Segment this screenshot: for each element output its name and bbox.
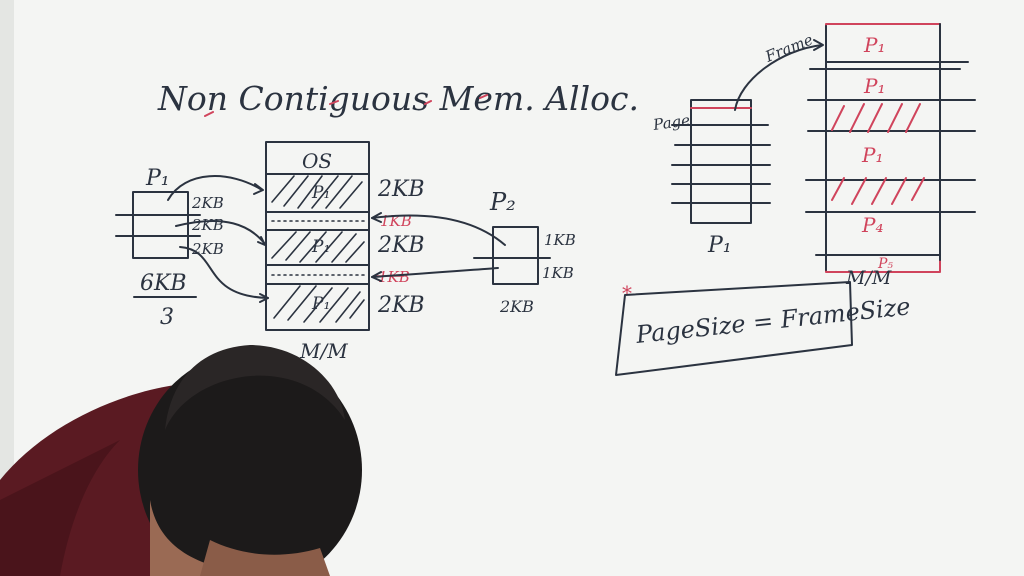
arrow-p1-page2 — [175, 220, 266, 245]
person-foreground — [0, 345, 362, 576]
memory-hatching — [271, 175, 365, 323]
arrow-frame — [734, 44, 823, 111]
page-label: Page — [651, 111, 691, 134]
title-underline-marks — [204, 94, 488, 117]
p1-page-size-3: 2KB — [191, 240, 224, 258]
frame-label-5: P₅ — [877, 256, 893, 272]
arrowhead-frame — [813, 39, 824, 51]
memory-block-label-3: P₁ — [311, 294, 330, 314]
arrow-p2-page1 — [371, 214, 506, 246]
frame-memory-caption: M/M — [845, 267, 892, 289]
p1-page-size-2: 2KB — [191, 216, 224, 234]
frame-label-3: P₁ — [861, 143, 883, 167]
frame-memory-sides — [825, 23, 941, 271]
memory-size-5: 2KB — [377, 293, 425, 318]
p1-label: P₁ — [145, 166, 170, 191]
p1-page-size-1: 2KB — [191, 194, 224, 212]
p1-page-count: 3 — [160, 305, 174, 330]
arrowhead-1 — [253, 183, 264, 195]
memory-size-3: 2KB — [377, 233, 425, 258]
right-p1-caption: P₁ — [707, 233, 732, 258]
memory-partitions — [265, 173, 370, 285]
frame-divisions — [805, 61, 976, 256]
frame-label-4: P₄ — [861, 213, 883, 237]
arrow-p1-page3 — [179, 246, 269, 299]
arrowhead-4 — [371, 212, 382, 223]
frame-hatching — [831, 103, 925, 205]
board-edge — [0, 0, 14, 576]
arrowhead-3 — [259, 293, 269, 303]
arrowhead-5 — [371, 271, 382, 282]
p2-box — [492, 226, 539, 285]
title: Non Contiguous Mem. Alloc. — [157, 79, 639, 118]
memory-block-label-2: P₁ — [311, 237, 330, 257]
memory-block-label-1: P₁ — [311, 183, 330, 203]
arrow-p1-page1 — [167, 175, 263, 201]
right-p1-page-lines — [671, 124, 771, 204]
memory-caption: M/M — [299, 339, 348, 363]
p2-page-size-1: 1KB — [544, 231, 576, 249]
p1-box — [132, 191, 189, 259]
memory-free-holes — [271, 220, 367, 276]
memory-size-4: 1KB — [378, 268, 410, 286]
p2-label: P₂ — [489, 188, 516, 216]
memory-size-1: 2KB — [377, 177, 425, 202]
arrow-p2-page2 — [371, 267, 499, 278]
formula-star: * — [622, 281, 632, 305]
memory-box — [265, 141, 370, 331]
formula-box — [615, 281, 853, 376]
frame-label-2: P₁ — [863, 74, 885, 98]
frame-label-1: P₁ — [863, 33, 885, 57]
p1-divisions — [115, 214, 201, 237]
p1-total-size: 6KB — [140, 271, 187, 296]
right-p1-box — [690, 99, 752, 224]
p2-page-size-2: 1KB — [542, 264, 574, 282]
formula-text: PageSize = FrameSize — [634, 292, 912, 349]
memory-os-label: OS — [302, 149, 332, 173]
p2-total-size: 2KB — [499, 297, 534, 316]
